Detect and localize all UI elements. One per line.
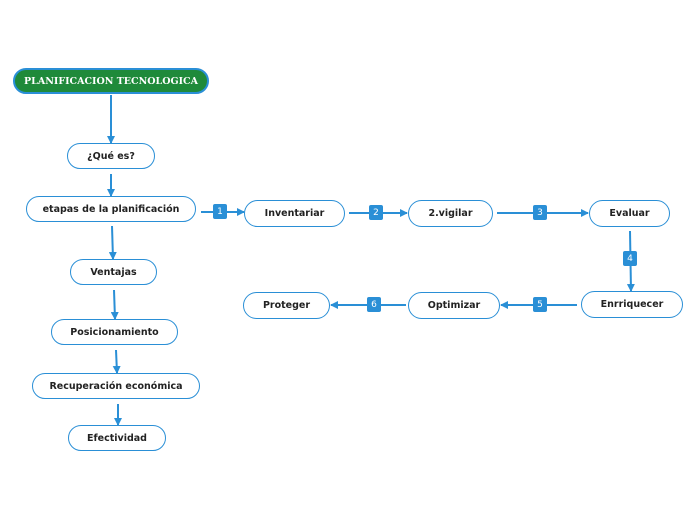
node-etapas[interactable]: etapas de la planificación (26, 196, 196, 222)
node-efectividad[interactable]: Efectividad (68, 425, 166, 451)
connector-arrow (108, 225, 117, 260)
step-number-badge: 5 (533, 297, 547, 312)
node-que-es[interactable]: ¿Qué es? (67, 143, 155, 169)
step-number-badge: 1 (213, 204, 227, 219)
step-number-badge: 2 (369, 205, 383, 220)
step-number-badge: 6 (367, 297, 381, 312)
node-ventajas[interactable]: Ventajas (70, 259, 157, 285)
step-enrriquecer[interactable]: Enrriquecer (581, 291, 683, 318)
step-vigilar[interactable]: 2.vigilar (408, 200, 493, 227)
step-number-badge: 4 (623, 251, 637, 266)
step-number-badge: 3 (533, 205, 547, 220)
step-optimizar[interactable]: Optimizar (408, 292, 500, 319)
node-recuperacion-economica[interactable]: Recuperación económica (32, 373, 200, 399)
step-inventariar[interactable]: Inventariar (244, 200, 345, 227)
step-proteger[interactable]: Proteger (243, 292, 330, 319)
node-posicionamiento[interactable]: Posicionamiento (51, 319, 178, 345)
step-evaluar[interactable]: Evaluar (589, 200, 670, 227)
connector-arrow (112, 349, 121, 374)
connector-arrow (110, 289, 119, 320)
root-node[interactable]: PLANIFICACION TECNOLOGICA (13, 68, 209, 94)
